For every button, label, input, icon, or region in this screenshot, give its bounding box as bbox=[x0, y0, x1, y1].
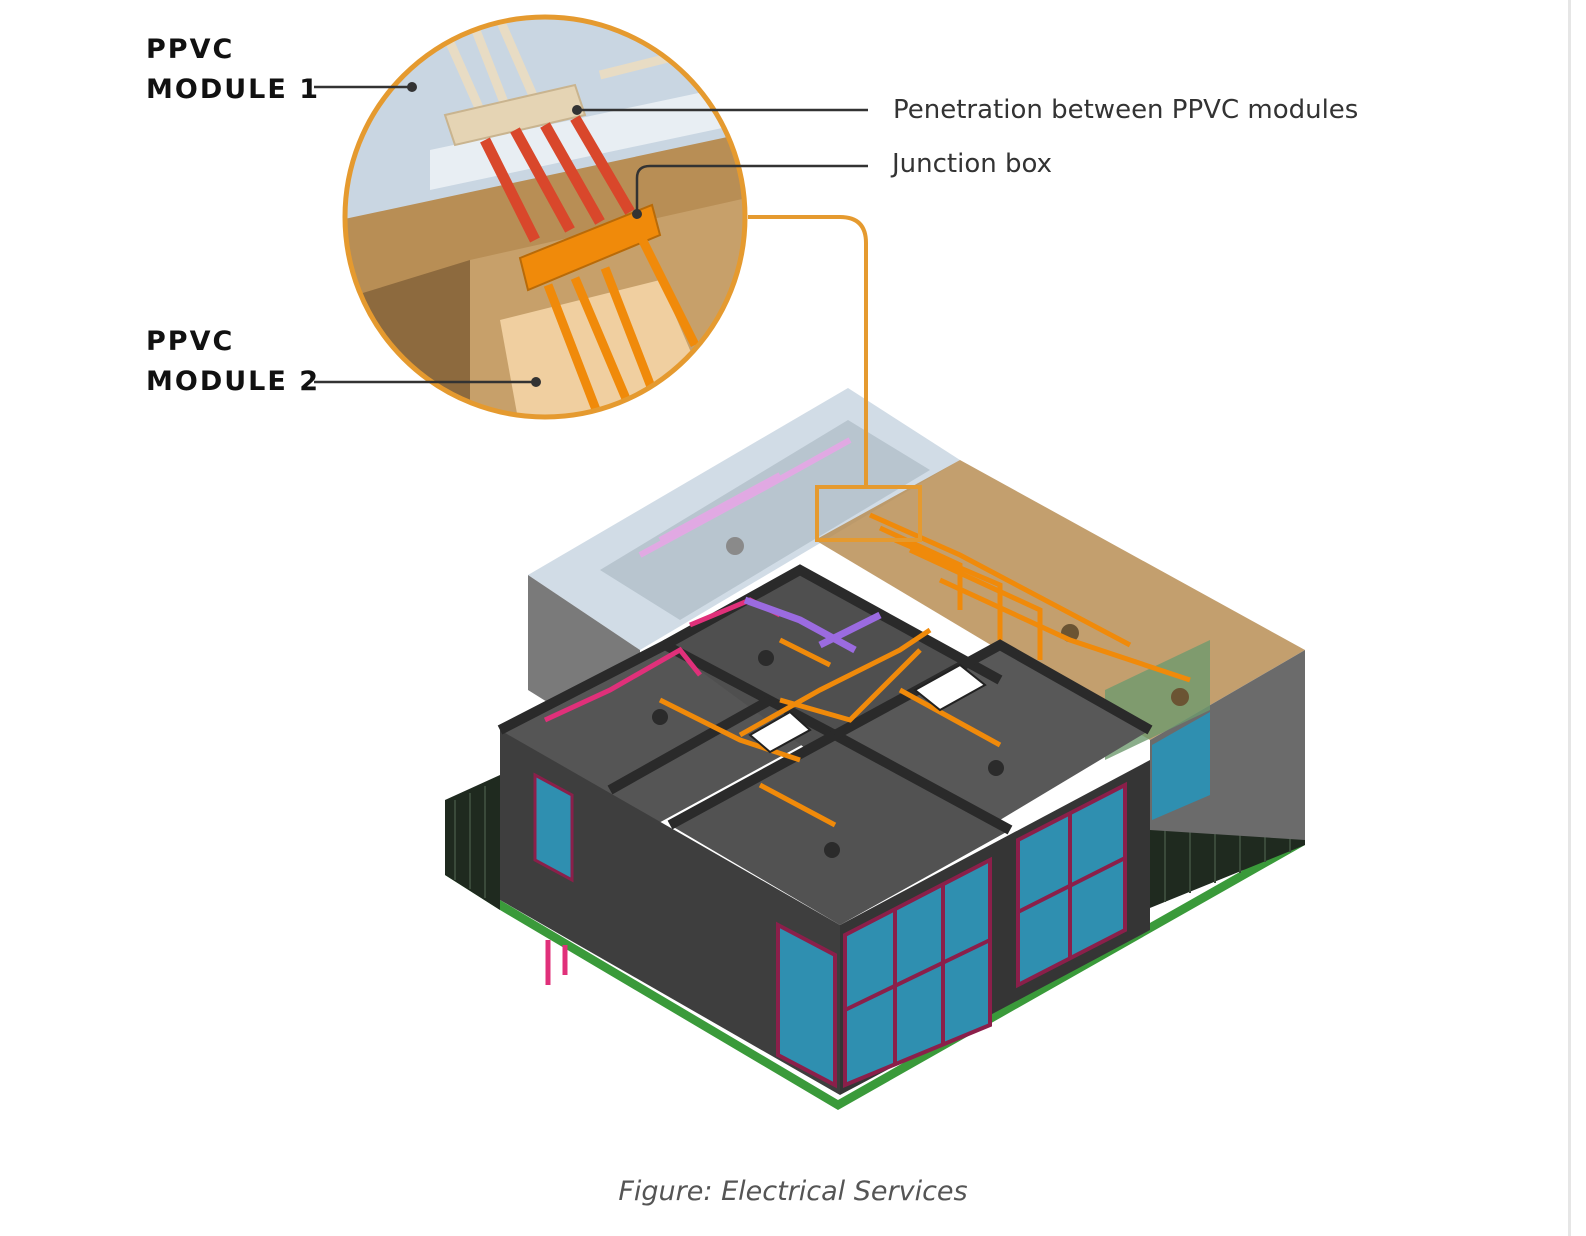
module-2-label-line-2: MODULE 2 bbox=[146, 366, 320, 397]
left-facade bbox=[500, 730, 840, 1095]
left-fence bbox=[445, 775, 500, 910]
light-fixture-a bbox=[748, 710, 812, 754]
ppvc-module-1-label: PPVC MODULE 1 bbox=[146, 30, 320, 110]
left-facade-window bbox=[533, 772, 574, 883]
module-1-inner bbox=[600, 420, 930, 620]
ground-slab bbox=[445, 835, 1305, 1110]
left-facade-glazing bbox=[776, 921, 837, 1089]
figure-caption: Figure: Electrical Services bbox=[618, 1176, 968, 1207]
light-fixture-b bbox=[913, 663, 987, 712]
module-1-leader-dot bbox=[407, 82, 417, 92]
module-1-label-line-1: PPVC bbox=[146, 34, 235, 65]
module-1-label-line-2: MODULE 1 bbox=[146, 74, 320, 105]
ppvc-module-2-label: PPVC MODULE 2 bbox=[146, 322, 320, 402]
building-model bbox=[445, 388, 1305, 1110]
penetration-label: Penetration between PPVC modules bbox=[893, 95, 1359, 125]
junction-box-label: Junction box bbox=[892, 149, 1052, 179]
module-2-window bbox=[1152, 712, 1210, 820]
penetration-leader-dot bbox=[572, 105, 582, 115]
page-edge-bar bbox=[1568, 0, 1571, 1236]
junction-box-leader bbox=[635, 164, 868, 214]
module-2-leader-dot bbox=[531, 377, 541, 387]
zoom-circle-outline bbox=[342, 14, 748, 420]
junction-box-detail bbox=[518, 203, 662, 292]
zoom-connector-line bbox=[748, 215, 868, 487]
junction-box-leader-dot bbox=[632, 209, 642, 219]
zoom-detail bbox=[345, 17, 745, 417]
junction-highlight-box bbox=[815, 485, 922, 542]
module-2-label-line-1: PPVC bbox=[146, 326, 235, 357]
